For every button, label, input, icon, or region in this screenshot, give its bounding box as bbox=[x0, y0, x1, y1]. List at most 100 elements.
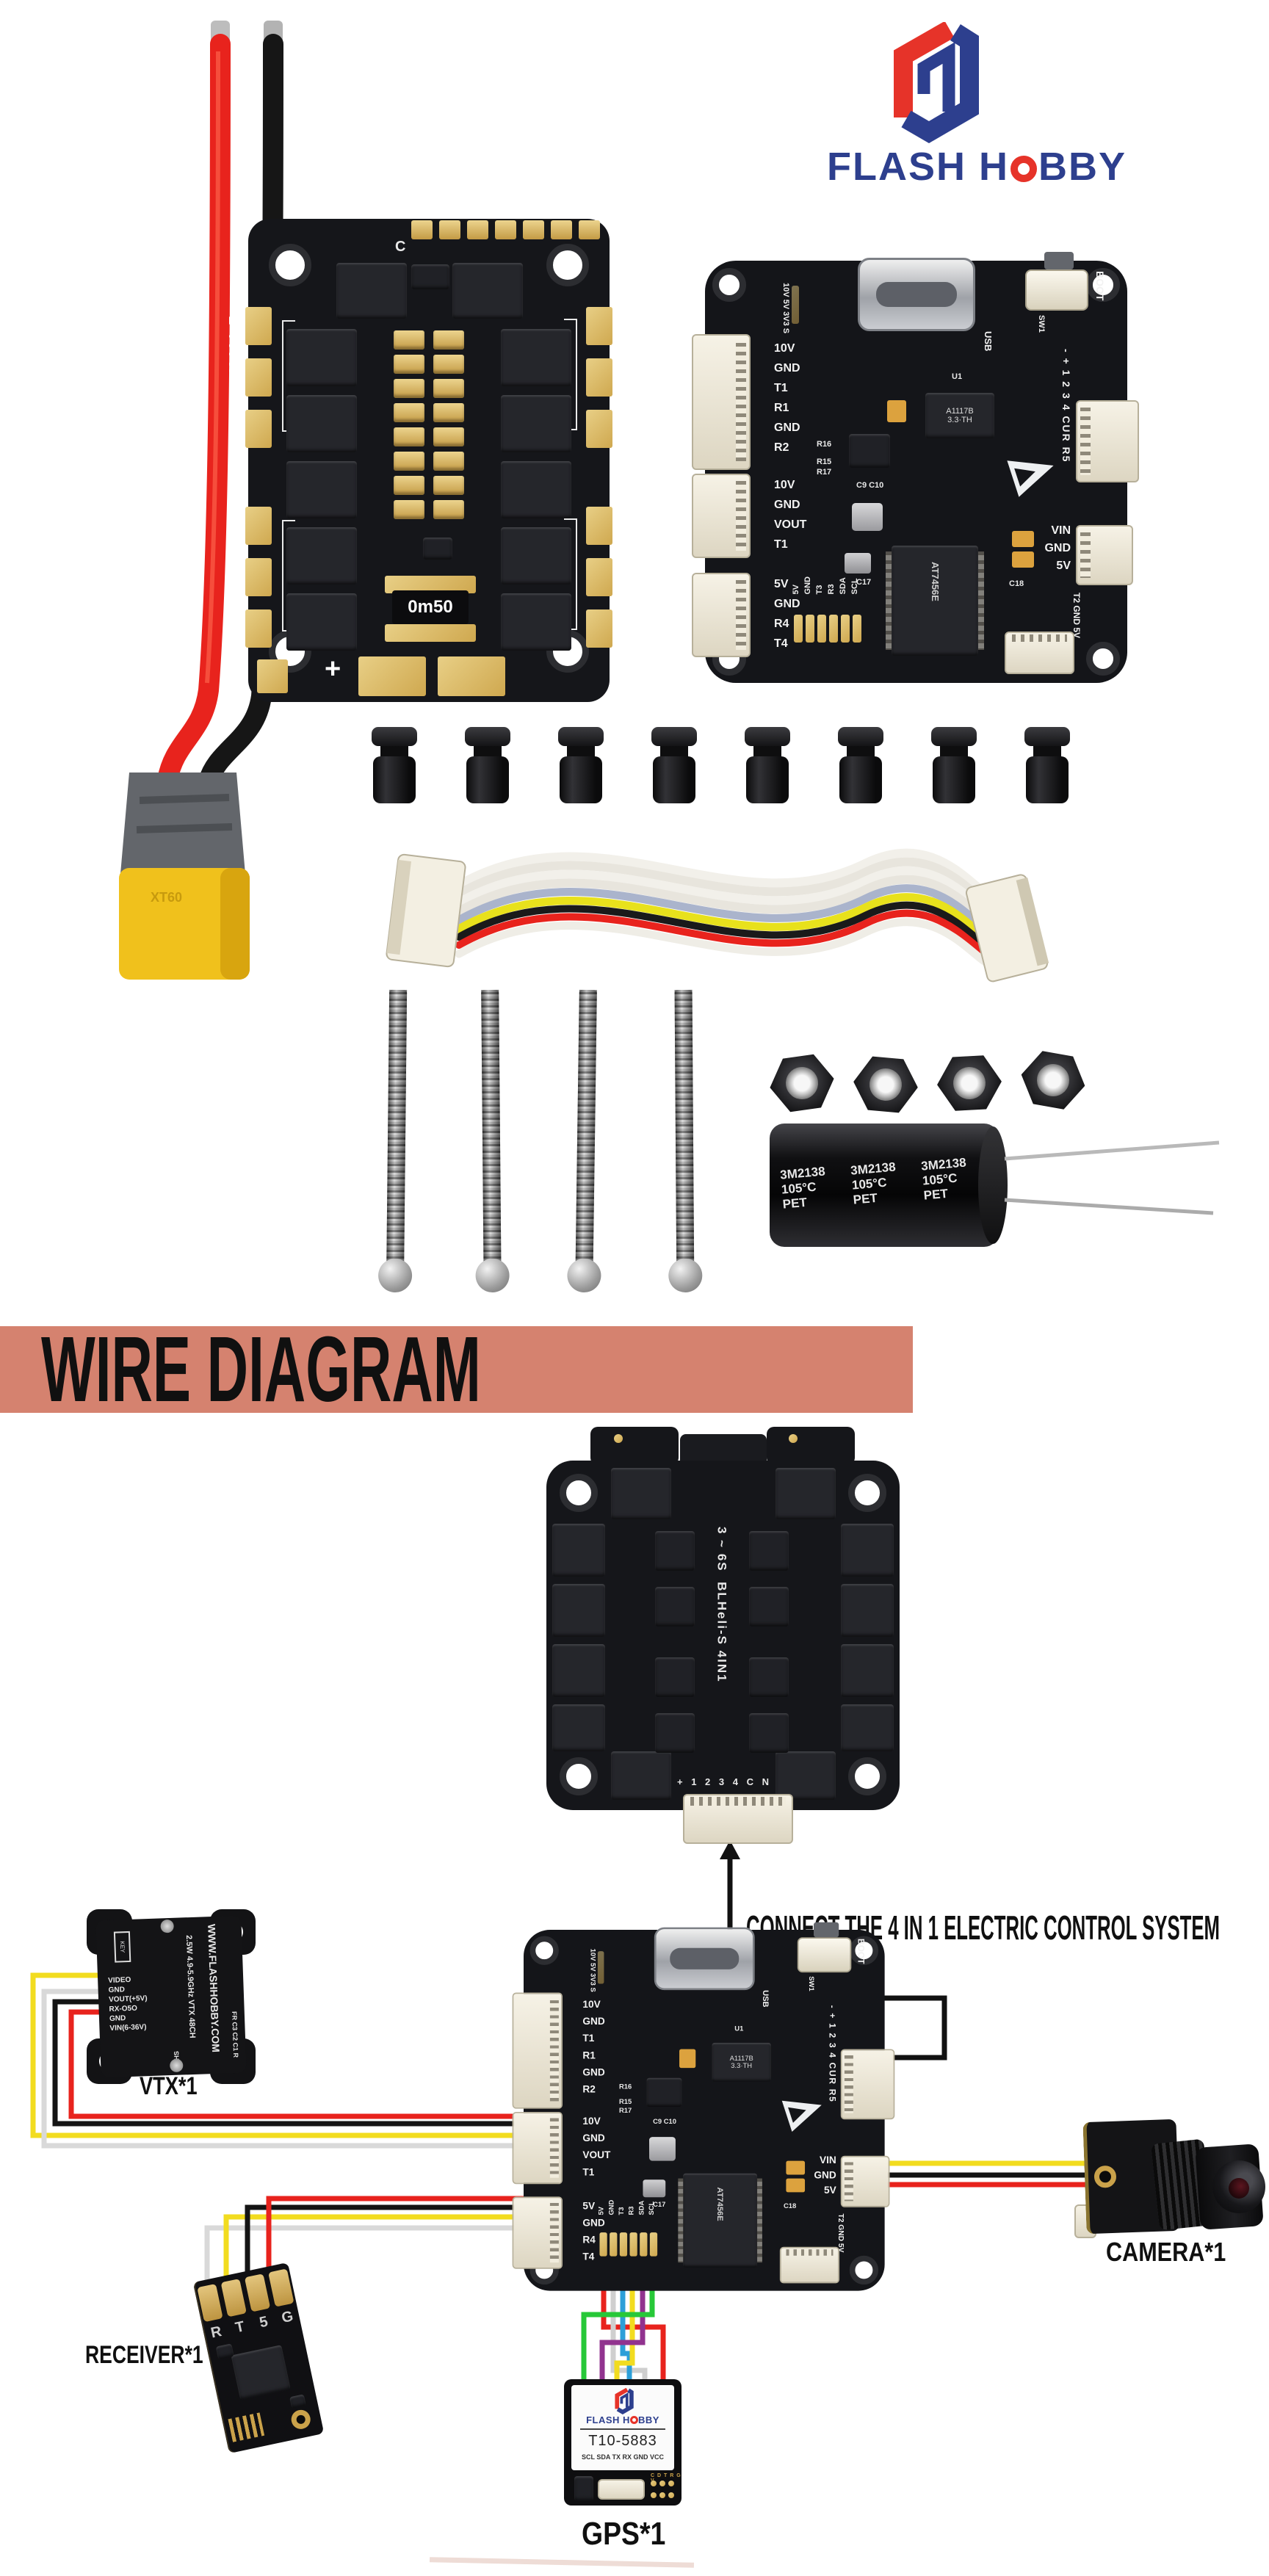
silkscreen-c: C bbox=[395, 239, 406, 255]
logo-text-left: FLASH H bbox=[827, 145, 1009, 189]
pad-label: R3 bbox=[627, 2206, 636, 2215]
logo-red-ribbon bbox=[894, 21, 955, 117]
j4-pinout: 10V GND VOUT T1 bbox=[774, 479, 807, 551]
rail-labels: 10V 5V 3V3 S bbox=[781, 283, 790, 334]
voltage-regulator: A1117B 3.3·TH bbox=[925, 393, 994, 438]
usb-c-port bbox=[858, 258, 975, 331]
pad-label: 5V bbox=[597, 2207, 606, 2215]
banner-title: WIRE DIAGRAM bbox=[41, 1317, 481, 1421]
brand-logo-text: FLASH H BBY bbox=[800, 144, 1153, 189]
electrolytic-capacitor: 3M2138 105°C PET 3M2138 105°C PET 3M2138… bbox=[770, 1115, 1034, 1262]
grommet bbox=[838, 727, 883, 803]
logo-text-right: BBY bbox=[1038, 145, 1127, 189]
vtx-screw bbox=[169, 2058, 184, 2073]
vtx-screw bbox=[160, 1919, 174, 1933]
capacitor-leads bbox=[1004, 1140, 1220, 1215]
t2-pinout: T2 GND 5V bbox=[836, 2213, 846, 2253]
esc-output-connector bbox=[683, 1794, 793, 1844]
wire-gps-purple bbox=[599, 2254, 646, 2382]
boot-label: BOOT bbox=[1094, 271, 1106, 301]
connector-j3 bbox=[1076, 400, 1139, 482]
connector-j2 bbox=[512, 1992, 563, 2109]
plus-pad-label: + bbox=[325, 654, 341, 684]
sw1-label: SW1 bbox=[807, 1976, 815, 1991]
connector-j8 bbox=[779, 2246, 840, 2284]
boot-label: BOOT bbox=[856, 1938, 867, 1964]
wire-vtx-yellow bbox=[30, 1972, 567, 2138]
wire-receiver-yellow bbox=[223, 2214, 567, 2277]
brand-arrow-logo bbox=[781, 2089, 827, 2132]
grommet bbox=[372, 727, 417, 803]
vtx-spec: 2.5W 4.9-5.9GHz VTX 48CH bbox=[184, 1934, 197, 2038]
tantalum-cap bbox=[887, 400, 906, 422]
gear-icon bbox=[1010, 156, 1037, 182]
connector-j6 bbox=[840, 2155, 890, 2207]
grommet bbox=[931, 727, 977, 803]
j5-pinout: 5V GND R4 T4 bbox=[774, 578, 800, 650]
tantalum-cap bbox=[1012, 551, 1034, 568]
camera-module bbox=[1069, 2115, 1268, 2284]
red-battery-wire bbox=[157, 34, 231, 790]
wire-gps-cyan bbox=[620, 2254, 632, 2382]
connector-j5 bbox=[512, 2196, 563, 2269]
grommet bbox=[1024, 727, 1070, 803]
connector-j6 bbox=[1076, 525, 1133, 585]
fc-board: USB BOOT SW1 10V 5V 3V3 S 10V GND T1 R1 … bbox=[512, 1922, 895, 2291]
harness-connector-right bbox=[965, 874, 1049, 983]
harness-cable-graphic bbox=[386, 848, 1049, 983]
xt60-connector bbox=[119, 868, 250, 980]
pad-label: SDA bbox=[637, 2200, 646, 2215]
wire-vtx-red bbox=[68, 2009, 567, 2119]
capacitor-bank bbox=[394, 330, 464, 519]
esc-connector-pinout: + 1 2 3 4 C N bbox=[677, 1776, 772, 1787]
gps-model: T10-5883 bbox=[588, 2433, 657, 2449]
receiver-label: RECEIVER*1 bbox=[85, 2341, 203, 2369]
wire-gauge-print: 14AWG 200°C bbox=[225, 316, 244, 479]
j2-pinout: 10V GND T1 R1 GND R2 bbox=[582, 1999, 605, 2095]
gps-pinout: SCL SDA TX RX GND VCC bbox=[581, 2453, 664, 2461]
wire-gps-yellow bbox=[614, 2254, 635, 2382]
wire-receiver-white bbox=[204, 2225, 567, 2282]
sw1-label: SW1 bbox=[1037, 315, 1046, 333]
esc-spec-label: 3 ~ 6S BLHeli-S 4IN1 bbox=[715, 1527, 729, 1683]
esc-port-pinout: - + 1 2 3 4 CUR R5 bbox=[827, 2005, 838, 2103]
grommet bbox=[465, 727, 510, 803]
bottom-pads bbox=[794, 615, 861, 643]
pad-label: T3 bbox=[618, 2207, 626, 2215]
vin-pinout: VIN GND 5V bbox=[1044, 524, 1071, 572]
vtx-module: KEY WWW.FLASHHOBBY.COM 2.5W 4.9-5.9GHz V… bbox=[87, 1909, 257, 2085]
j5-pinout: 5V GND R4 T4 bbox=[582, 2201, 605, 2263]
ufl-connector bbox=[289, 2408, 313, 2431]
fc-board: USB BOOT SW1 10V 5V 3V3 S 10V GND T1 R1 … bbox=[692, 252, 1139, 683]
rail-labels: 10V 5V 3V3 S bbox=[588, 1948, 597, 1992]
boot-switch-tab bbox=[1044, 252, 1074, 269]
esc-4in1-board-back: 3 ~ 6S BLHeli-S 4IN1 + 1 2 3 4 C N bbox=[546, 1427, 900, 1847]
j2-pinout: 10V GND T1 R1 GND R2 bbox=[774, 342, 800, 454]
gps-logo-mark bbox=[615, 2388, 634, 2414]
crystal bbox=[845, 553, 871, 574]
usb-c-port bbox=[654, 1927, 755, 1991]
mcu-chip bbox=[646, 2077, 682, 2108]
wire-receiver-red bbox=[266, 2196, 567, 2267]
esc-port-pinout: - + 1 2 3 4 CUR R5 bbox=[1060, 349, 1072, 463]
grommet bbox=[558, 727, 604, 803]
usb-label: USB bbox=[983, 331, 994, 352]
wire-receiver-black bbox=[245, 2204, 567, 2272]
pad-label: GND bbox=[607, 2199, 615, 2215]
pad-label: SCL bbox=[648, 2201, 656, 2215]
vtx-channel-marks: FR C3 C2 C1 R bbox=[231, 2011, 240, 2058]
brand-logo-mark bbox=[880, 21, 979, 147]
vtx-label: VTX*1 bbox=[140, 2072, 198, 2100]
tantalum-cap bbox=[1012, 531, 1034, 547]
connector-j5 bbox=[692, 573, 751, 657]
camera-screw-hole bbox=[1093, 2165, 1117, 2188]
camera-label: CAMERA*1 bbox=[1106, 2237, 1226, 2267]
boot-button bbox=[1025, 269, 1088, 311]
vtx-website: WWW.FLASHHOBBY.COM bbox=[206, 1923, 223, 2053]
flight-controller-photo: USB BOOT SW1 10V 5V 3V3 S 10V GND T1 R1 … bbox=[692, 252, 1139, 683]
voltage-regulator: A1117B 3.3·TH bbox=[712, 2042, 771, 2082]
connector-j4 bbox=[692, 474, 751, 558]
